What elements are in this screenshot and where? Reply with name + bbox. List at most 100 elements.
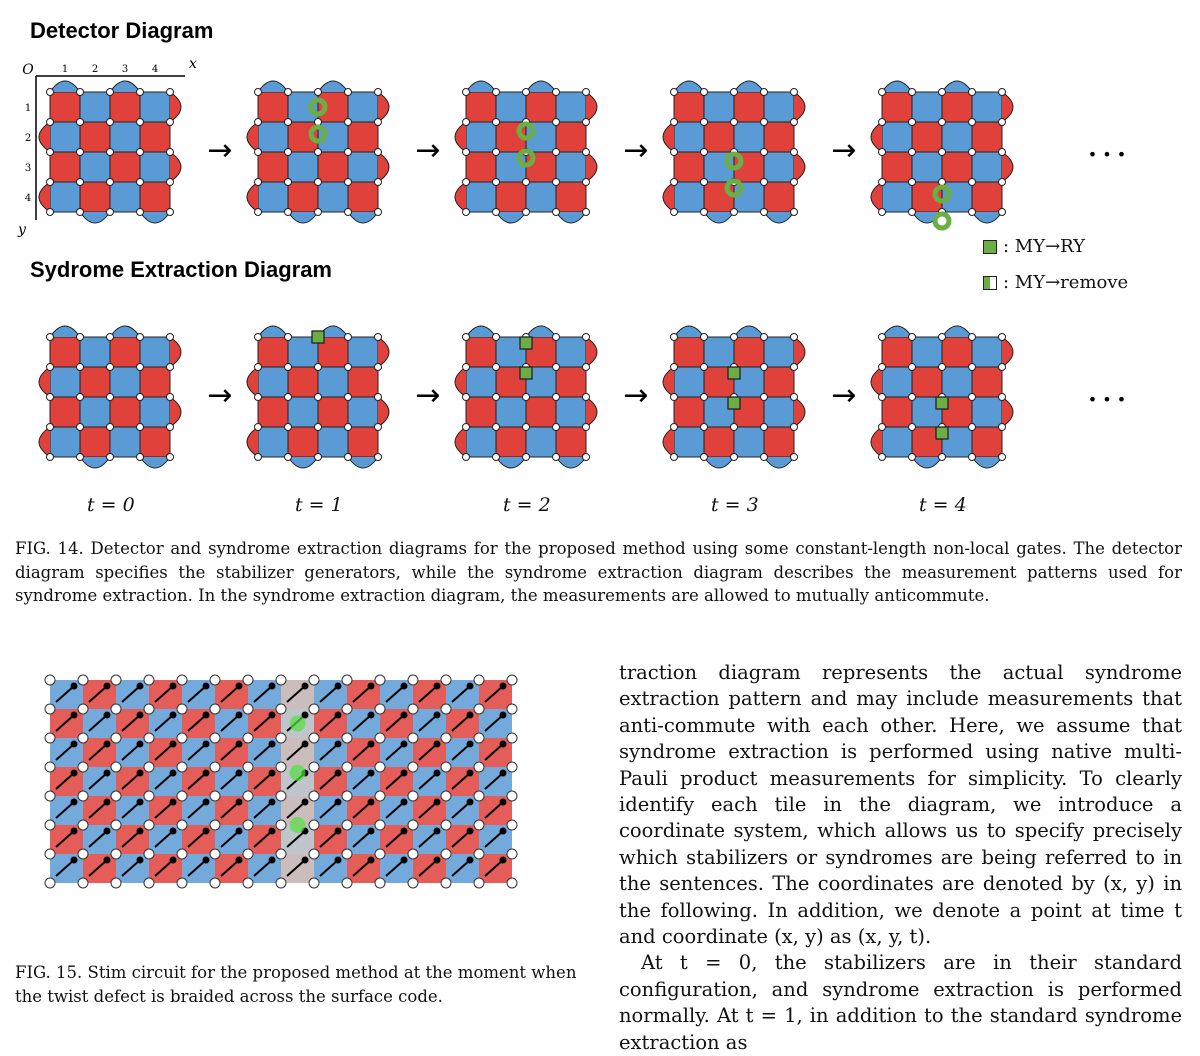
boundary-stabilizer — [377, 151, 390, 183]
data-qubit — [760, 178, 768, 186]
stim-control-dot — [103, 798, 111, 806]
boundary-stabilizer — [139, 211, 171, 224]
data-qubit — [522, 178, 530, 186]
stabilizer-tile — [673, 151, 705, 183]
stim-tile — [182, 680, 215, 709]
data-qubit — [492, 393, 500, 401]
stabilizer-tile — [763, 336, 795, 368]
stim-tile — [215, 738, 248, 767]
stabilizer-tile — [525, 181, 557, 213]
stim-gate-line — [187, 714, 207, 732]
stim-qubit — [506, 819, 518, 831]
stim-control-dot — [169, 769, 177, 777]
stim-control-dot — [433, 827, 441, 835]
data-qubit — [166, 423, 174, 431]
data-qubit — [552, 423, 560, 431]
data-qubit — [462, 208, 470, 216]
stabilizer-tile — [941, 336, 973, 368]
green-square-icon — [727, 396, 741, 410]
data-qubit — [284, 148, 292, 156]
data-qubit — [878, 178, 886, 186]
data-qubit — [344, 453, 352, 461]
stim-qubit — [110, 674, 122, 686]
stim-control-dot — [169, 682, 177, 690]
stim-gate-line — [187, 801, 207, 819]
stim-tile — [314, 796, 347, 825]
time-label-1: t = 1 — [295, 494, 343, 516]
data-qubit — [700, 208, 708, 216]
stabilizer-tile — [525, 396, 557, 428]
stim-qubit — [77, 732, 89, 744]
stim-control-dot — [136, 769, 144, 777]
detector-patch-t3 — [662, 80, 806, 224]
data-qubit — [760, 118, 768, 126]
stim-control-dot — [268, 856, 276, 864]
stabilizer-tile — [911, 336, 943, 368]
stim-gate-line — [352, 685, 372, 703]
stabilizer-tile — [555, 151, 587, 183]
stim-control-dot — [235, 769, 243, 777]
stim-qubit — [143, 848, 155, 860]
data-qubit — [136, 178, 144, 186]
boundary-stabilizer — [881, 80, 913, 93]
data-qubit — [730, 118, 738, 126]
data-qubit — [136, 118, 144, 126]
stim-qubit — [242, 732, 254, 744]
y-tick-label: 4 — [25, 193, 31, 204]
stim-control-dot — [367, 827, 375, 835]
stim-qubit — [110, 732, 122, 744]
stim-gate-line — [220, 772, 240, 790]
stim-control-dot — [400, 798, 408, 806]
stim-tile — [413, 796, 446, 825]
boundary-stabilizer — [673, 325, 705, 338]
stabilizer-tile — [317, 181, 349, 213]
stim-control-dot — [400, 740, 408, 748]
data-qubit — [908, 333, 916, 341]
boundary-stabilizer — [169, 151, 182, 183]
stabilizer-tile — [287, 426, 319, 458]
data-qubit — [938, 118, 946, 126]
stabilizer-tile — [465, 121, 497, 153]
data-qubit — [700, 423, 708, 431]
stim-control-dot — [136, 798, 144, 806]
stim-gate-line — [286, 801, 306, 819]
time-label-3: t = 3 — [711, 494, 759, 516]
stim-tile — [446, 680, 479, 709]
data-qubit — [46, 423, 54, 431]
data-qubit — [254, 178, 262, 186]
boundary-stabilizer — [454, 366, 467, 398]
stabilizer-tile — [317, 426, 349, 458]
stabilizer-tile — [109, 426, 141, 458]
data-qubit — [374, 118, 382, 126]
data-qubit — [374, 88, 382, 96]
boundary-stabilizer — [257, 80, 289, 93]
data-qubit — [878, 118, 886, 126]
data-qubit — [878, 208, 886, 216]
data-qubit — [492, 178, 500, 186]
twist-defect-marker — [308, 97, 328, 117]
stim-tile — [83, 680, 116, 709]
boundary-stabilizer — [169, 336, 182, 368]
data-qubit — [46, 393, 54, 401]
stim-qubit — [407, 732, 419, 744]
stim-control-dot — [499, 740, 507, 748]
stim-control-dot — [70, 682, 78, 690]
stim-control-dot — [103, 711, 111, 719]
stim-gate-line — [121, 830, 141, 848]
boundary-stabilizer — [246, 121, 259, 153]
detector-patch-t4 — [870, 80, 1014, 224]
stim-gate-line — [352, 714, 372, 732]
stabilizer-tile — [911, 91, 943, 123]
stabilizer-tile — [673, 91, 705, 123]
stabilizer-tile — [465, 181, 497, 213]
stim-control-dot — [235, 711, 243, 719]
stim-control-dot — [301, 856, 309, 864]
stabilizer-tile — [763, 151, 795, 183]
stim-qubit — [77, 877, 89, 889]
stim-qubit — [407, 674, 419, 686]
boundary-stabilizer — [941, 325, 973, 338]
time-label-4: t = 4 — [919, 494, 967, 516]
stim-control-dot — [433, 740, 441, 748]
stim-qubit — [308, 674, 320, 686]
stim-control-dot — [70, 769, 78, 777]
